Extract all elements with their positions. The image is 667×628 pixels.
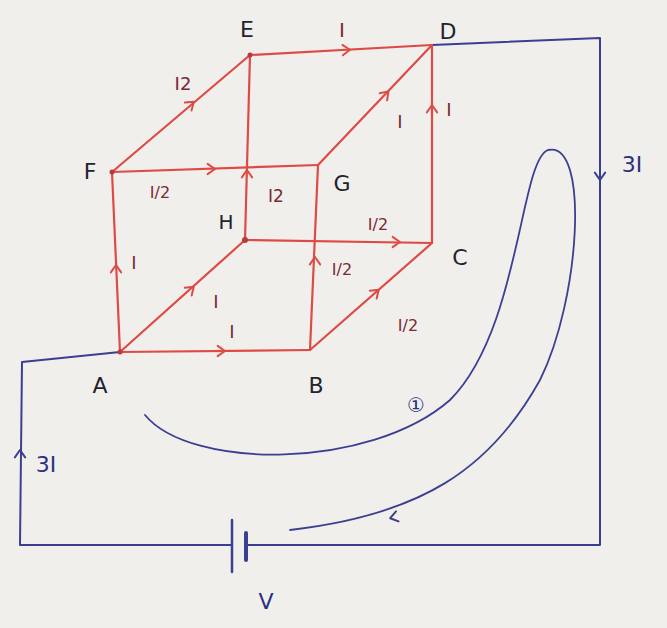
current-label: I/2 (330, 261, 354, 279)
current-label: I2 (173, 74, 194, 94)
current-arrow (15, 450, 25, 457)
vertex-label: A (90, 374, 109, 398)
battery-plate (244, 533, 248, 560)
wire (246, 38, 600, 545)
vertex-label: D (438, 20, 459, 44)
current-arrow (111, 265, 121, 272)
resistor-edge (310, 243, 432, 350)
vertex-dot (118, 350, 123, 355)
current-label: I (444, 100, 453, 120)
wire (20, 352, 232, 545)
source-label: V (256, 590, 275, 614)
current-label: I (227, 322, 236, 342)
current-arrow (310, 257, 320, 264)
current-arrow (242, 170, 252, 177)
current-label: 3I (34, 453, 59, 477)
resistor-edge (120, 240, 245, 352)
current-arrow (185, 102, 194, 111)
vertex-dot (248, 53, 253, 58)
current-label: 3I (620, 153, 645, 177)
current-arrow (380, 91, 389, 100)
current-arrow (208, 164, 215, 174)
vertex-label: H (216, 211, 235, 233)
current-arrow (370, 290, 379, 299)
vertex-dot (242, 237, 248, 243)
resistor-edge (245, 240, 432, 243)
current-label: I/2 (148, 184, 172, 202)
battery-plate (231, 520, 234, 572)
resistor-edge (250, 45, 432, 55)
current-arrow (342, 45, 350, 55)
current-label: I (337, 19, 347, 41)
vertex-label: G (331, 172, 352, 196)
current-arrow (595, 173, 605, 180)
resistor-edge (120, 350, 310, 352)
vertex-label: B (306, 374, 325, 398)
resistor-edge (112, 172, 120, 352)
current-arrow (390, 511, 398, 521)
current-arrow (218, 346, 225, 356)
current-label: I (129, 253, 138, 273)
current-label: I/2 (396, 317, 420, 335)
resistor-edge (112, 55, 250, 172)
resistor-edge (431, 45, 433, 243)
vertex-label: E (238, 18, 256, 42)
resistor-edge (245, 55, 250, 240)
vertex-label: F (82, 160, 99, 184)
current-arrow (427, 105, 437, 112)
current-label: I (395, 112, 404, 132)
current-label: I/2 (366, 216, 390, 234)
resistor-edge (318, 45, 432, 165)
vertex-dot (110, 170, 115, 175)
callout-number: ① (405, 394, 427, 416)
current-arrow (393, 237, 400, 247)
vertex-label: C (450, 246, 469, 270)
current-label: I (211, 292, 220, 312)
loop-curve (145, 150, 575, 530)
current-label: I2 (266, 187, 286, 206)
current-arrow (185, 287, 194, 296)
